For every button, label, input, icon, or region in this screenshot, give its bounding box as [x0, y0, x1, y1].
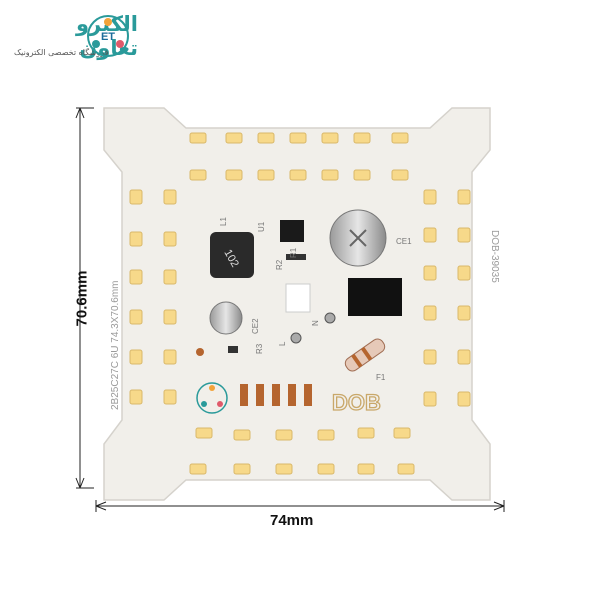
- copper-pads: [240, 384, 312, 406]
- label-ce1: CE1: [396, 237, 412, 246]
- label-l: L: [278, 341, 287, 346]
- dimension-lines: [75, 107, 505, 512]
- brand-logo: الکترو تعاون فروشگاه تخصصی الکترونیک ET: [8, 8, 138, 68]
- board-logo-text: DOB: [332, 390, 381, 415]
- width-dimension-label: 74mm: [270, 512, 314, 529]
- label-ce2: CE2: [251, 318, 260, 334]
- test-pad: [196, 348, 204, 356]
- label-u1: U1: [257, 221, 266, 232]
- ic-u1: [280, 220, 304, 242]
- brand-badge-letters: ET: [101, 31, 115, 43]
- bridge-rectifier: [348, 278, 402, 316]
- led-array: [129, 132, 471, 475]
- board-left-text: 2B25C27C 6U 74.3X70.6mm: [110, 280, 121, 410]
- label-r1: R1: [289, 247, 298, 258]
- inductor-l1: [210, 232, 254, 278]
- height-dimension-label: 70.6mm: [73, 270, 91, 327]
- center-pad: [285, 283, 311, 313]
- fuse-f1: [344, 338, 386, 372]
- label-f1: F1: [376, 373, 386, 382]
- label-n: N: [311, 320, 320, 326]
- brand-subtitle: فروشگاه تخصصی الکترونیک: [14, 48, 109, 57]
- capacitor-ce2: [209, 301, 243, 335]
- terminal-n: [324, 312, 336, 324]
- label-l1: L1: [219, 217, 228, 226]
- board-badge-icon: [196, 382, 228, 414]
- terminal-l: [290, 332, 302, 344]
- board-right-text: DOB-39035: [489, 230, 500, 283]
- label-r3: R3: [255, 343, 264, 354]
- label-r2: R2: [275, 259, 284, 270]
- brand-badge-icon: ET: [87, 15, 129, 57]
